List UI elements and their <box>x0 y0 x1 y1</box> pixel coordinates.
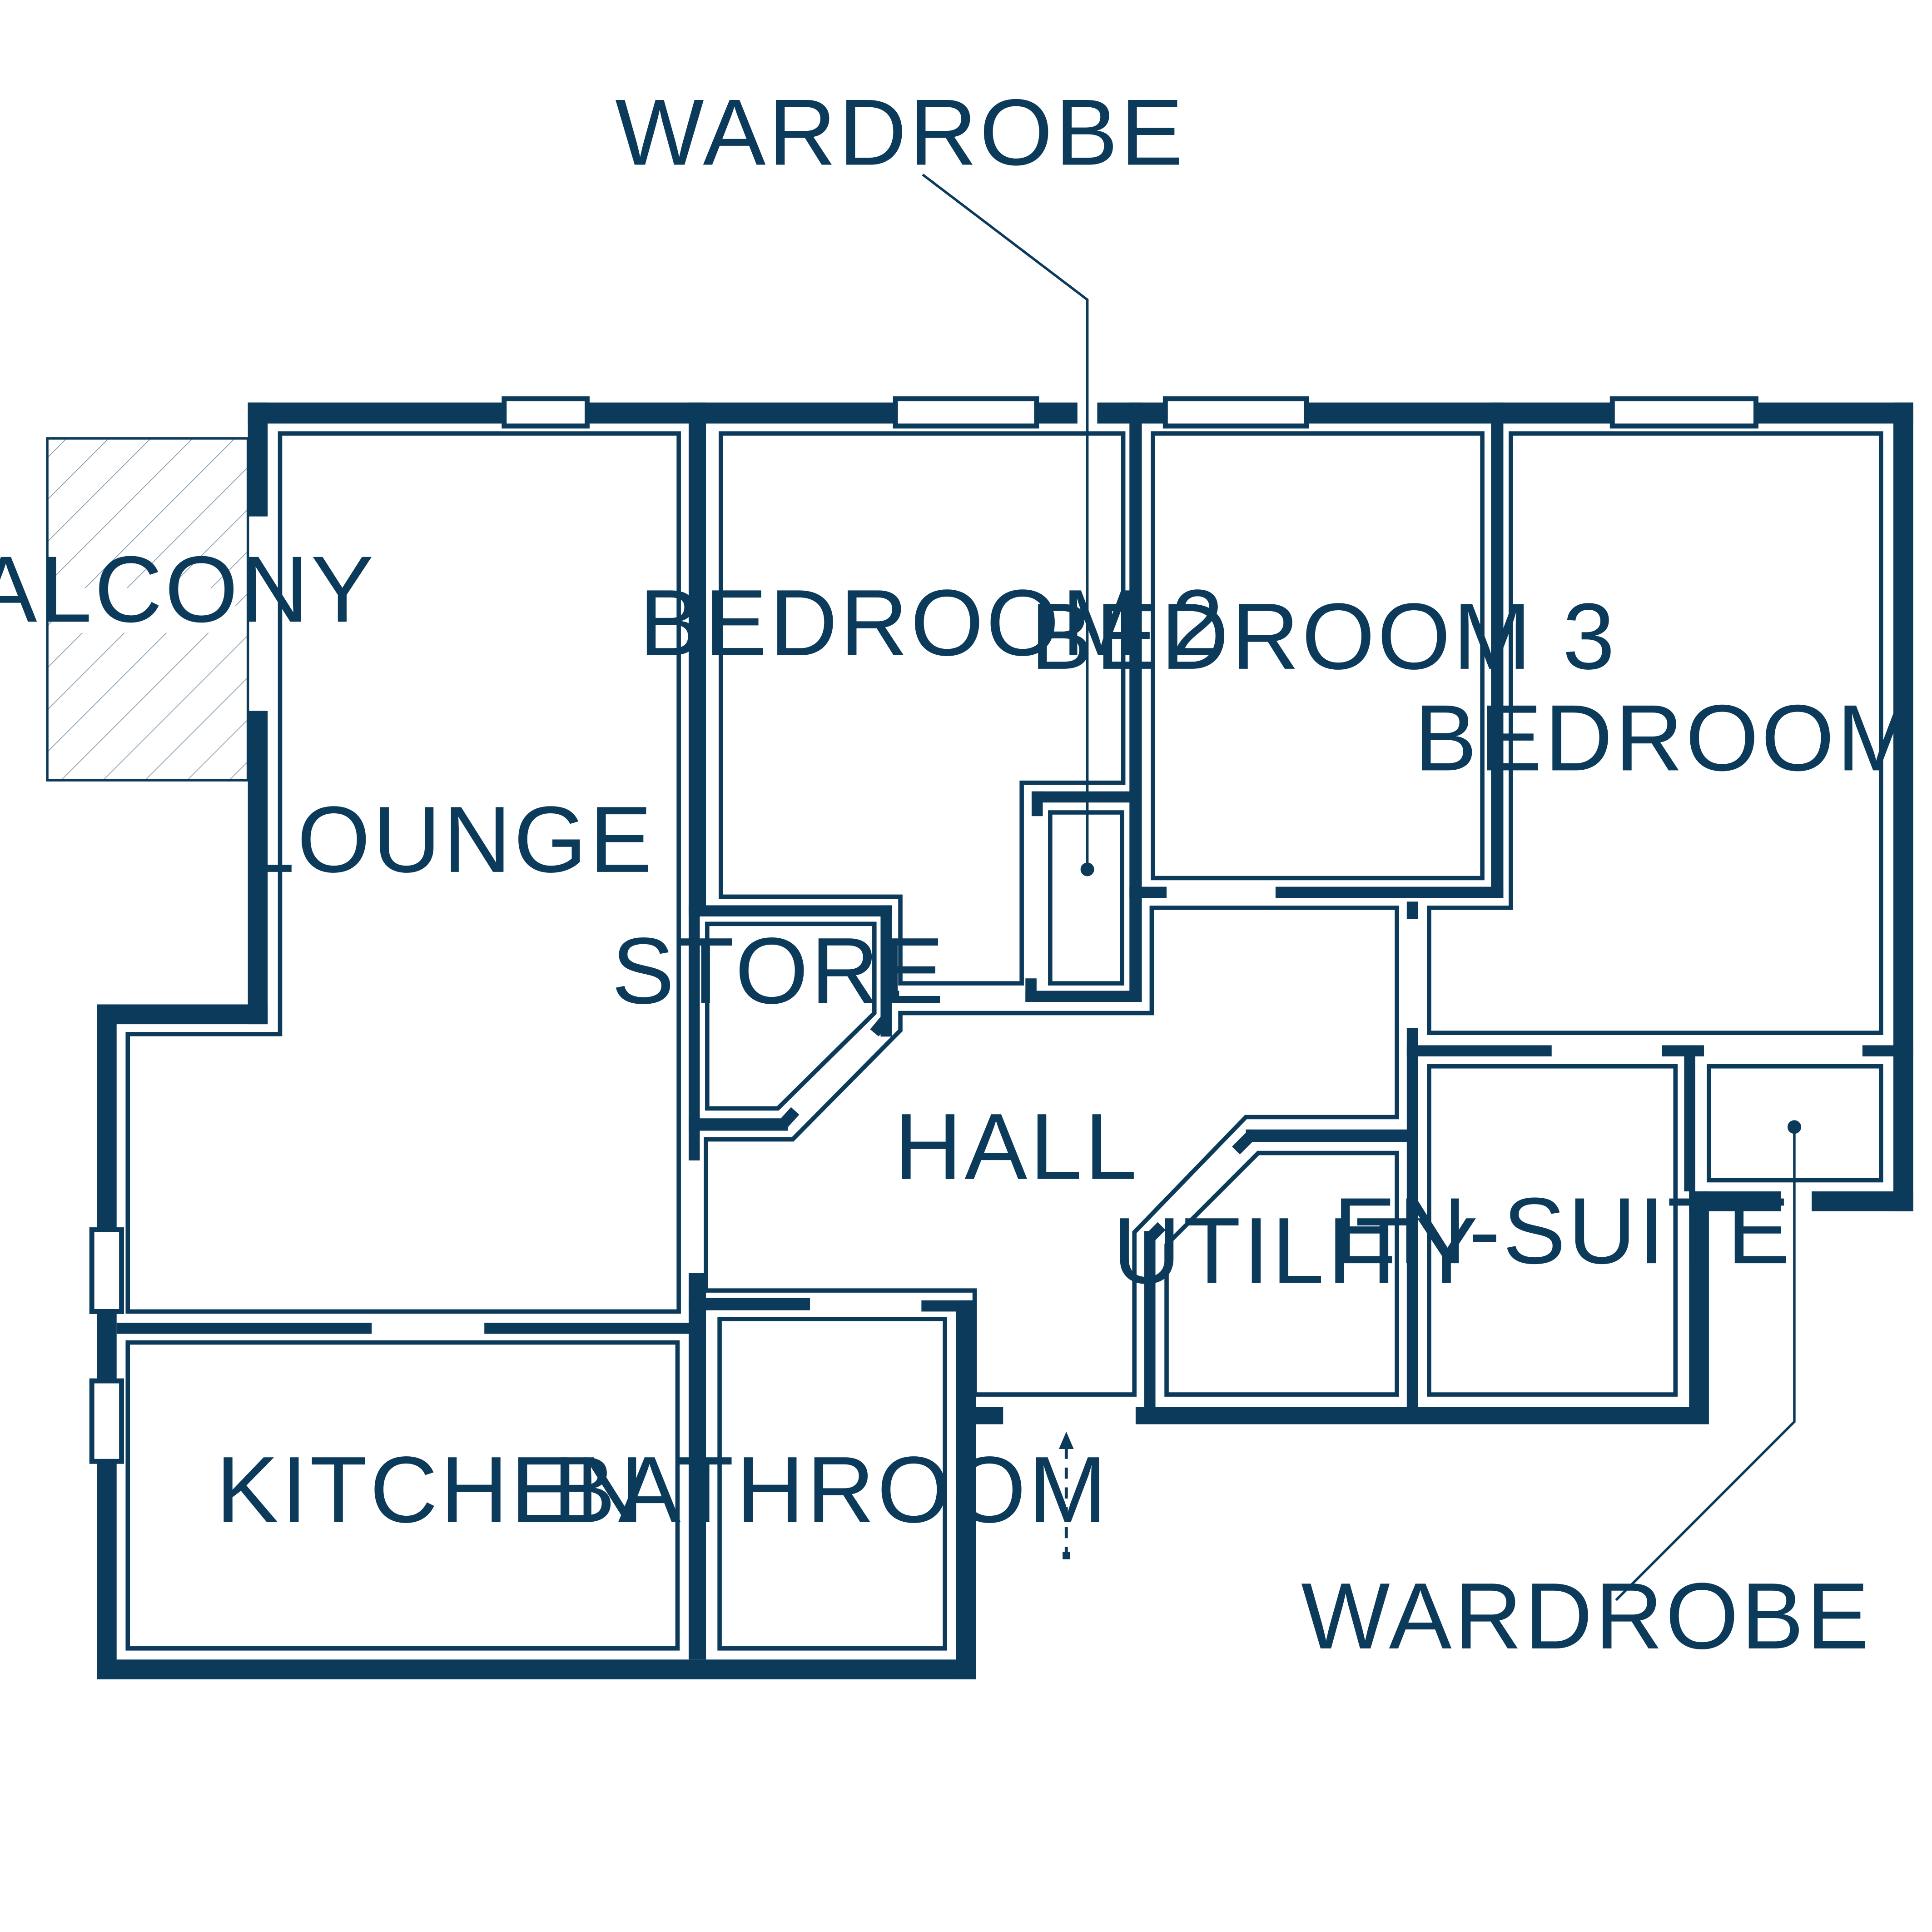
room-outlines <box>125 431 1883 1651</box>
label-bedroom-2: BEDROOM 2 <box>639 570 1226 675</box>
label-kitchen: KITCHEN <box>216 1437 646 1542</box>
entrance-arrow-icon <box>1058 1431 1074 1559</box>
label-lounge: LOUNGE <box>242 787 654 892</box>
balcony <box>46 437 249 782</box>
label-wardrobe-bottom: WARDROBE <box>1301 1563 1872 1668</box>
walls <box>97 402 1913 1679</box>
wardrobe-callout-top <box>922 174 1094 876</box>
label-utility: UTILITY <box>1113 1198 1480 1303</box>
room-labels: WARDROBE BALCONY BEDROOM 2 BEDROOM 3 BED… <box>0 80 1932 1668</box>
wardrobe-callout-bottom <box>1615 1120 1801 1601</box>
label-bedroom-1: BEDROOM 1 <box>1414 685 1932 790</box>
diagonal-walls <box>779 1014 1257 1243</box>
label-bedroom-3: BEDROOM 3 <box>1030 583 1617 689</box>
label-wardrobe-top: WARDROBE <box>615 80 1186 185</box>
label-en-suite: EN-SUITE <box>1333 1178 1792 1283</box>
label-store: STORE <box>611 918 946 1023</box>
label-bathroom: BATHROOM <box>553 1437 1109 1542</box>
windows <box>89 396 1758 1464</box>
label-balcony: BALCONY <box>0 536 376 642</box>
label-hall: HALL <box>894 1094 1139 1199</box>
